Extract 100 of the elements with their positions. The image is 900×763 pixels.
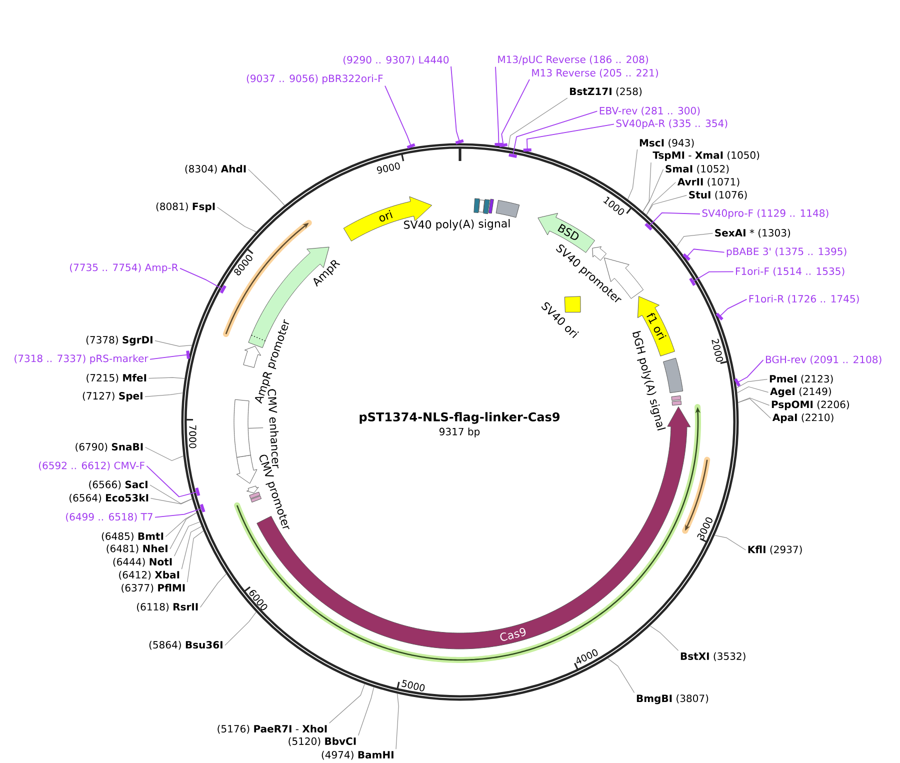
site-label: (6444) NotI	[113, 558, 172, 567]
tick-label: 7000	[189, 425, 196, 448]
leader-line	[523, 124, 614, 152]
site-label: (7735 .. 7754) Amp-R	[70, 263, 178, 274]
site-label: M13 Reverse (205 .. 221)	[532, 68, 658, 78]
small-feature	[671, 395, 682, 401]
site-label: SV40pro-F (1129 .. 1148)	[702, 209, 828, 219]
site-label: StuI (1076)	[689, 190, 747, 200]
site-label: MscI (943)	[640, 138, 694, 148]
leader-line	[714, 535, 746, 550]
small-feature	[474, 198, 480, 214]
site-label: (5864) Bsu36I	[149, 640, 222, 650]
site-label: (7318 .. 7337) pRS-marker	[14, 354, 148, 364]
small-feature	[478, 200, 485, 212]
leader-line	[154, 340, 192, 347]
leader-line	[738, 398, 771, 419]
leader-line	[150, 498, 192, 504]
site-label: TspMI - XmaI (1050)	[652, 151, 760, 161]
site-label: (6485) BmtI	[102, 532, 164, 542]
plasmid-name: pST1374-NLS-flag-linker-Cas9	[360, 412, 560, 424]
site-label: BstZ17I (258)	[570, 87, 642, 96]
site-label: (9037 .. 9056) pBR322ori-F	[246, 74, 383, 84]
leader-line	[187, 530, 204, 582]
site-label: PmeI (2123)	[770, 374, 833, 384]
leader-line	[650, 626, 679, 651]
site-label: F1ori-R (1726 .. 1745)	[749, 294, 859, 304]
leader-line	[174, 522, 200, 556]
site-label: (6790) SnaBI	[76, 442, 143, 452]
site-label: (8304) AhdI	[185, 164, 246, 174]
site-label: EBV-rev (281 .. 300)	[600, 106, 700, 116]
leader-line	[738, 398, 770, 406]
leader-line	[181, 526, 202, 570]
small-feature	[250, 496, 262, 503]
site-label: AgeI (2149)	[770, 387, 831, 398]
leader-line	[144, 392, 184, 397]
leader-line	[146, 466, 200, 498]
site-label: PspOMI (2206)	[772, 400, 849, 410]
leader-line	[642, 162, 652, 212]
leader-line	[200, 574, 227, 608]
leader-line	[148, 377, 185, 379]
leader-line	[384, 85, 416, 149]
tick-label: 9000	[376, 162, 400, 174]
site-label: (6566) SacI	[89, 480, 148, 490]
leader-line	[145, 446, 184, 461]
site-label: ApaI (2210)	[772, 413, 834, 424]
small-feature	[488, 198, 494, 214]
leader-line	[736, 386, 769, 394]
leader-line	[150, 350, 190, 360]
leader-line	[358, 686, 374, 736]
leader-line	[682, 248, 725, 261]
leader-line	[170, 512, 197, 550]
site-label: (7378) SgrDI	[86, 336, 152, 346]
leader-line	[494, 66, 503, 146]
site-label: (6499 .. 6518) T7	[66, 512, 152, 522]
site-label: (6592 .. 6612) CMV-F	[39, 462, 144, 470]
site-label: SexAI* (1303)	[715, 228, 790, 238]
site-label: (7127) SpeI	[82, 392, 142, 402]
leader-line	[329, 684, 365, 724]
site-label: SmaI (1052)	[666, 164, 729, 174]
length-label: 9317 bp	[439, 428, 480, 438]
leader-line	[150, 484, 192, 504]
small-feature	[249, 492, 260, 499]
leader-line	[450, 66, 464, 144]
site-label: (4974) BamHI	[322, 750, 394, 760]
site-label: (6118) RsrII	[137, 602, 198, 612]
site-label: (6412) XbaI	[119, 570, 180, 580]
site-label: (7215) MfeI	[86, 374, 146, 383]
tick-label: 3000	[697, 517, 712, 540]
site-label: BmgBI (3807)	[636, 694, 708, 704]
site-label: BstXI (3532)	[680, 652, 746, 662]
leader-line	[646, 182, 676, 216]
leader-line	[165, 512, 197, 537]
site-label: (9290 .. 9307) L4440	[344, 56, 449, 65]
leader-line	[642, 168, 664, 212]
leader-line	[627, 149, 638, 200]
site-label: M13/pUC Reverse (186 .. 208)	[498, 55, 648, 66]
leader-line	[499, 79, 530, 148]
site-label: (8081) FspI	[156, 202, 215, 212]
tick-label: 2000	[712, 338, 724, 362]
small-feature	[672, 400, 682, 406]
leader-line	[676, 232, 713, 247]
leader-line	[396, 693, 399, 750]
site-label: (5120) BbvCI	[288, 737, 356, 746]
site-label: AvrII (1071)	[677, 178, 740, 187]
site-label: (6481) NheI	[106, 544, 168, 554]
small-feature	[246, 486, 259, 494]
small-feature	[592, 246, 607, 261]
small-feature	[483, 199, 490, 214]
leader-line	[716, 298, 748, 320]
leader-line	[736, 379, 768, 388]
site-label: KflI (2937)	[748, 546, 802, 554]
site-label: BGH-rev (2091 .. 2108)	[766, 356, 882, 364]
leader-line	[508, 98, 568, 148]
leader-line	[734, 360, 764, 387]
site-label: F1ori-F (1514 .. 1535)	[736, 267, 844, 276]
tick-label: 5000	[402, 680, 425, 692]
leader-line	[646, 194, 687, 216]
site-label: (6377) PflMI	[122, 584, 185, 593]
leader-line	[248, 168, 285, 206]
site-label: (5176) PaeR7I - XhoI	[218, 724, 327, 734]
